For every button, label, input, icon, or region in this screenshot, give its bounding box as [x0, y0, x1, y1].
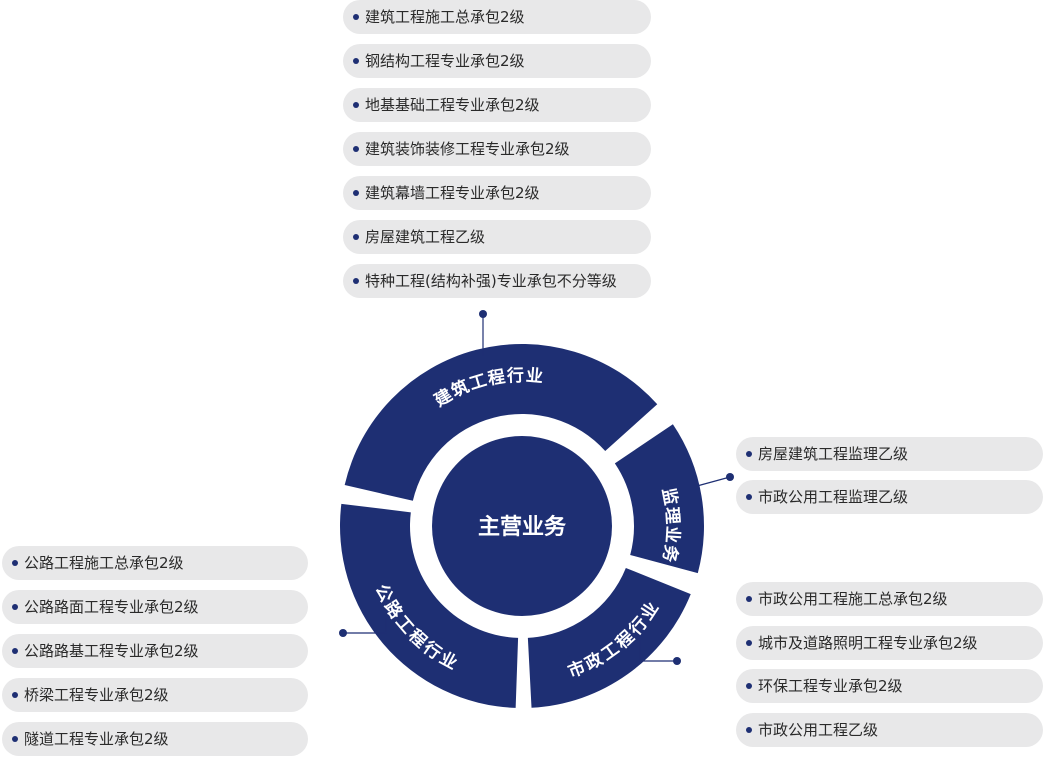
connector-line-highway: [343, 618, 387, 634]
center-label: 主营业务: [478, 515, 567, 540]
bullet-icon: [746, 494, 752, 500]
qualification-pill: 隧道工程专业承包2级: [2, 722, 308, 756]
qualification-label: 环保工程专业承包2级: [758, 677, 903, 695]
qualification-pill: 城市及道路照明工程专业承包2级: [736, 625, 1043, 660]
ring-segment-municipal: [527, 567, 691, 708]
qualification-label: 市政公用工程监理乙级: [758, 488, 909, 506]
bullet-icon: [12, 560, 18, 566]
qualification-pill: 公路工程施工总承包2级: [2, 546, 308, 580]
bullet-icon: [353, 102, 359, 108]
connector-line-supervision: [696, 476, 731, 487]
bullet-icon: [12, 604, 18, 610]
bullet-icon: [746, 639, 752, 646]
connector-dot-highway: [339, 629, 347, 637]
bullet-icon: [746, 596, 752, 602]
qualification-label: 市政公用工程乙级: [758, 720, 879, 739]
qualification-pill: 桥梁工程专业承包2级: [2, 678, 308, 712]
qualification-label: 建筑工程施工总承包2级: [365, 8, 525, 26]
qualification-label: 建筑装饰装修工程专业承包2级: [365, 140, 570, 158]
qualification-label: 隧道工程专业承包2级: [24, 730, 169, 748]
bullet-icon: [353, 190, 359, 196]
connector-dot-municipal: [673, 657, 681, 665]
qualification-pill: 市政公用工程乙级: [736, 712, 1043, 747]
bullet-icon: [353, 14, 359, 20]
bullet-icon: [353, 278, 359, 284]
qualification-pill: 市政公用工程施工总承包2级: [736, 582, 1043, 616]
qualification-pill: 建筑工程施工总承包2级: [343, 0, 651, 34]
bullet-icon: [353, 146, 359, 152]
qualification-pill: 市政公用工程监理乙级: [736, 480, 1043, 514]
bullet-icon: [12, 648, 18, 654]
bullet-icon: [12, 692, 18, 698]
qualification-pill: 特种工程(结构补强)专业承包不分等级: [343, 264, 651, 298]
qualification-label: 市政公用工程施工总承包2级: [758, 590, 948, 608]
ring-segment-highway: [340, 503, 519, 708]
bullet-icon: [746, 726, 752, 733]
qualification-label: 房屋建筑工程乙级: [365, 228, 486, 246]
bullet-icon: [746, 683, 752, 689]
qualification-label: 房屋建筑工程监理乙级: [758, 445, 909, 463]
qualification-pill: 房屋建筑工程监理乙级: [736, 437, 1043, 471]
qualification-pill: 钢结构工程专业承包2级: [343, 44, 651, 78]
qualification-pill: 建筑幕墙工程专业承包2级: [343, 176, 651, 210]
connector-dot-supervision: [726, 473, 734, 481]
qualification-pill: 建筑装饰装修工程专业承包2级: [343, 132, 651, 166]
qualification-pill: 公路路基工程专业承包2级: [2, 634, 308, 668]
qualification-label: 地基基础工程专业承包2级: [365, 96, 540, 114]
qualification-label: 钢结构工程专业承包2级: [365, 52, 525, 70]
bullet-icon: [353, 234, 359, 240]
ring-segment-construction: [344, 343, 658, 501]
connector-dot-construction: [479, 310, 487, 318]
center-circle: [432, 436, 612, 616]
bullet-icon: [353, 58, 359, 64]
qualification-pill: 环保工程专业承包2级: [736, 669, 1043, 703]
qualification-label: 城市及道路照明工程专业承包2级: [758, 633, 978, 652]
qualification-label: 公路路面工程专业承包2级: [24, 598, 199, 616]
ring-segment-supervision: [614, 424, 704, 574]
qualification-label: 桥梁工程专业承包2级: [24, 686, 169, 704]
qualification-pill: 地基基础工程专业承包2级: [343, 88, 651, 122]
bullet-icon: [12, 736, 18, 742]
qualification-label: 建筑幕墙工程专业承包2级: [365, 184, 540, 202]
qualification-label: 特种工程(结构补强)专业承包不分等级: [365, 272, 617, 290]
qualification-pill: 公路路面工程专业承包2级: [2, 590, 308, 624]
connector-line-municipal: [639, 640, 677, 662]
segment-label-supervision: 监理业务: [658, 486, 683, 566]
qualification-label: 公路路基工程专业承包2级: [24, 642, 199, 660]
qualification-pill: 房屋建筑工程乙级: [343, 220, 651, 254]
qualification-label: 公路工程施工总承包2级: [24, 554, 184, 572]
bullet-icon: [746, 451, 752, 457]
